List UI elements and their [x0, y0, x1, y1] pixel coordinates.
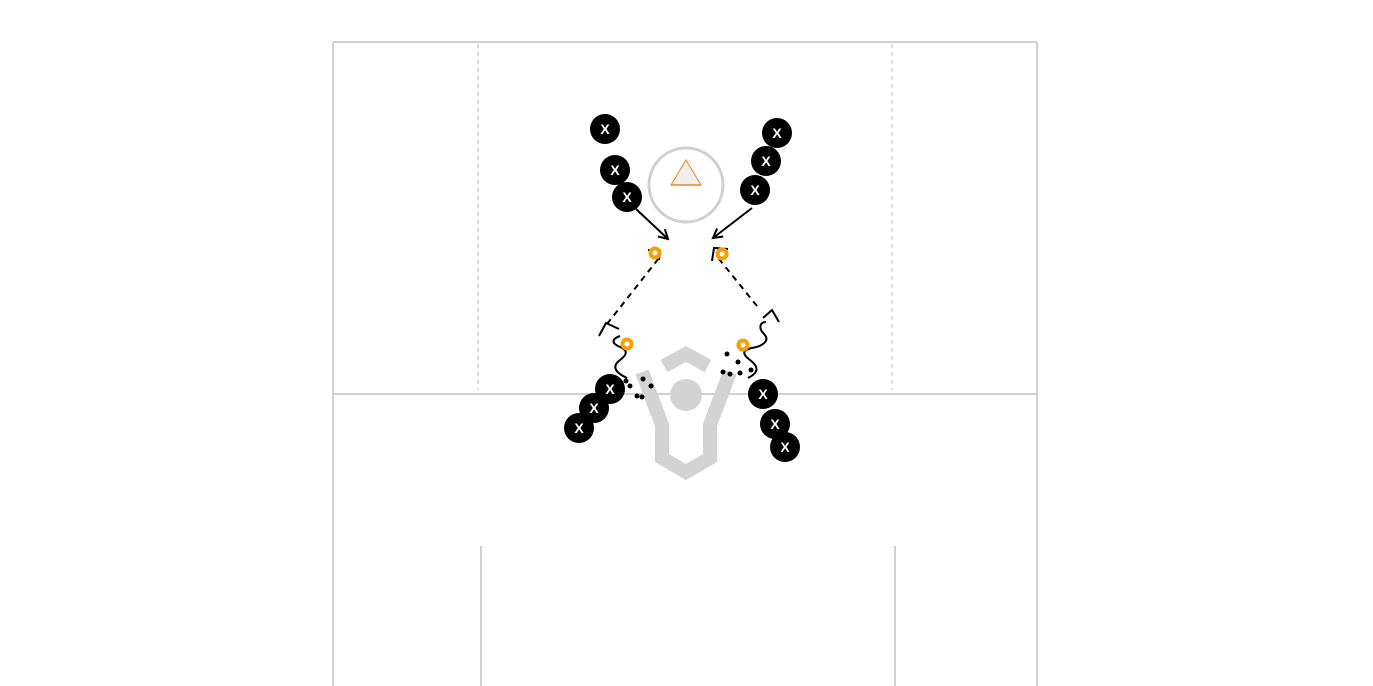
ball-icon — [620, 337, 634, 351]
pass-line-right — [718, 258, 758, 307]
player-label: X — [605, 381, 615, 397]
player-label: X — [761, 153, 771, 169]
player-label: X — [780, 439, 790, 455]
ball-icon — [648, 246, 662, 260]
player-label: X — [600, 121, 610, 137]
players: X X X X X X X X — [564, 114, 800, 462]
player-label: X — [750, 182, 760, 198]
player-x-icon: X — [751, 146, 781, 176]
player-x-icon: X — [740, 175, 770, 205]
player-x-icon: X — [770, 432, 800, 462]
catch-mark-right — [762, 308, 780, 323]
dodge-path-right — [743, 321, 768, 379]
player-paths — [598, 207, 780, 379]
player-label: X — [772, 125, 782, 141]
player-label: X — [770, 416, 780, 432]
cut-arrow-left — [635, 208, 668, 239]
player-x-icon: X — [760, 409, 790, 439]
pass-line-left — [606, 257, 660, 325]
catch-mark-left — [598, 321, 620, 337]
player-label: X — [610, 162, 620, 178]
dodge-path-left — [612, 335, 628, 379]
player-x-icon: X — [762, 118, 792, 148]
field — [332, 41, 1038, 686]
player-label: X — [574, 420, 584, 436]
ball-icon — [736, 338, 750, 352]
center-circle — [647, 146, 725, 224]
ground-ball-dots — [623, 351, 754, 400]
cut-arrow-right — [713, 207, 753, 238]
player-x-icon: X — [564, 413, 594, 443]
player-label: X — [622, 189, 632, 205]
player-label: X — [589, 400, 599, 416]
player-x-icon: X — [600, 155, 630, 185]
player-x-icon: X — [612, 182, 642, 212]
cone-icon — [670, 159, 702, 186]
ball-icon — [715, 247, 729, 261]
player-x-icon: X — [748, 379, 778, 409]
lacrosse-logo-icon — [635, 346, 737, 481]
balls — [620, 246, 750, 352]
player-x-icon: X — [590, 114, 620, 144]
player-label: X — [758, 386, 768, 402]
